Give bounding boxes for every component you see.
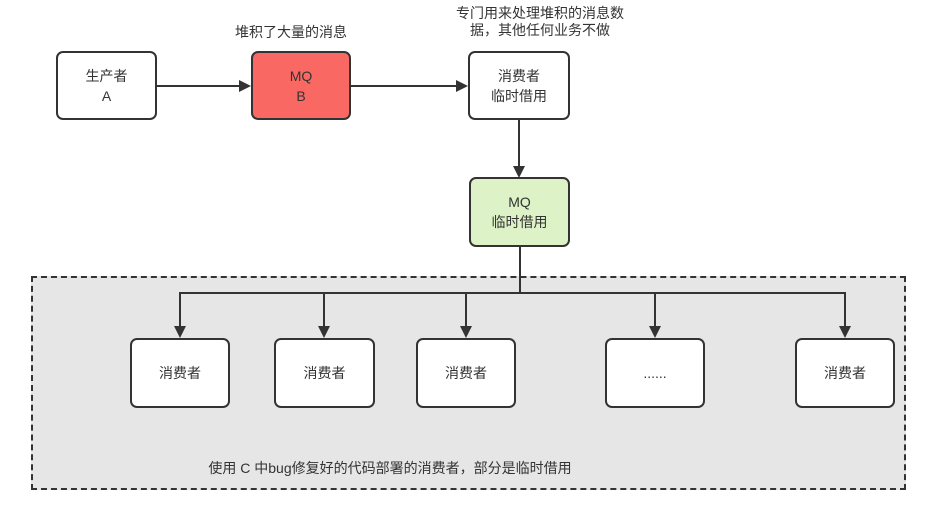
edge-mqtemp-to-fanout [519, 247, 521, 294]
arrowhead-fanout-consumer-1 [174, 326, 186, 338]
arrowhead-fanout-consumer-2 [318, 326, 330, 338]
fanout-bus-line [179, 292, 846, 294]
node-consumer-temp-sublabel: 临时借用 [491, 87, 547, 104]
edge-mqb-to-consumer [351, 85, 456, 87]
node-producer-a-label: 生产者 [85, 67, 128, 84]
node-mq-temp-label: MQ [508, 194, 531, 210]
edge-fanout-consumer-2 [323, 293, 325, 327]
node-consumer-2-label: 消费者 [303, 365, 346, 381]
node-mq-b: MQ B [251, 51, 351, 120]
arrowhead-fanout-consumer-4 [839, 326, 851, 338]
edge-consumer-to-mqtemp [518, 120, 520, 166]
consumer-temp-note: 专门用来处理堆积的消息数 据，其他任何业务不做 [440, 5, 640, 39]
node-consumer-ellipsis-label: ...... [643, 365, 667, 381]
edge-fanout-consumer-1 [179, 293, 181, 327]
node-producer-a-sublabel: A [101, 87, 112, 104]
consumer-temp-note-line1: 专门用来处理堆积的消息数 [456, 5, 624, 21]
edge-fanout-consumer-4 [844, 293, 846, 327]
node-consumer-2: 消费者 [274, 338, 375, 408]
arrowhead-mqb-to-consumer [456, 80, 468, 92]
arrowhead-fanout-consumer-ellipsis [649, 326, 661, 338]
edge-fanout-consumer-3 [465, 293, 467, 327]
node-consumer-1: 消费者 [130, 338, 230, 408]
arrowhead-fanout-consumer-3 [460, 326, 472, 338]
node-mq-b-sublabel: B [296, 87, 306, 104]
edge-producer-to-mqb [157, 85, 239, 87]
node-mq-temp-sublabel: 临时借用 [491, 214, 548, 230]
edge-fanout-consumer-ellipsis [654, 293, 656, 327]
arrowhead-consumer-to-mqtemp [513, 166, 525, 178]
node-consumer-3-label: 消费者 [445, 365, 487, 381]
node-consumer-ellipsis: ...... [605, 338, 705, 408]
node-consumer-1-label: 消费者 [159, 365, 201, 381]
node-mq-temp: MQ 临时借用 [469, 177, 570, 247]
consumer-temp-note-line2: 据，其他任何业务不做 [470, 22, 610, 38]
node-consumer-4-label: 消费者 [824, 365, 866, 381]
mq-b-note: 堆积了大量的消息 [235, 24, 347, 40]
node-producer-a: 生产者 A [56, 51, 157, 120]
node-consumer-3: 消费者 [416, 338, 516, 408]
node-mq-b-label: MQ [289, 67, 313, 84]
node-consumer-temp-label: 消费者 [498, 67, 540, 84]
node-consumer-4: 消费者 [795, 338, 895, 408]
arrowhead-producer-to-mqb [239, 80, 251, 92]
node-consumer-temp: 消费者 临时借用 [468, 51, 570, 120]
cluster-caption: 使用 C 中bug修复好的代码部署的消费者，部分是临时借用 [208, 460, 572, 476]
